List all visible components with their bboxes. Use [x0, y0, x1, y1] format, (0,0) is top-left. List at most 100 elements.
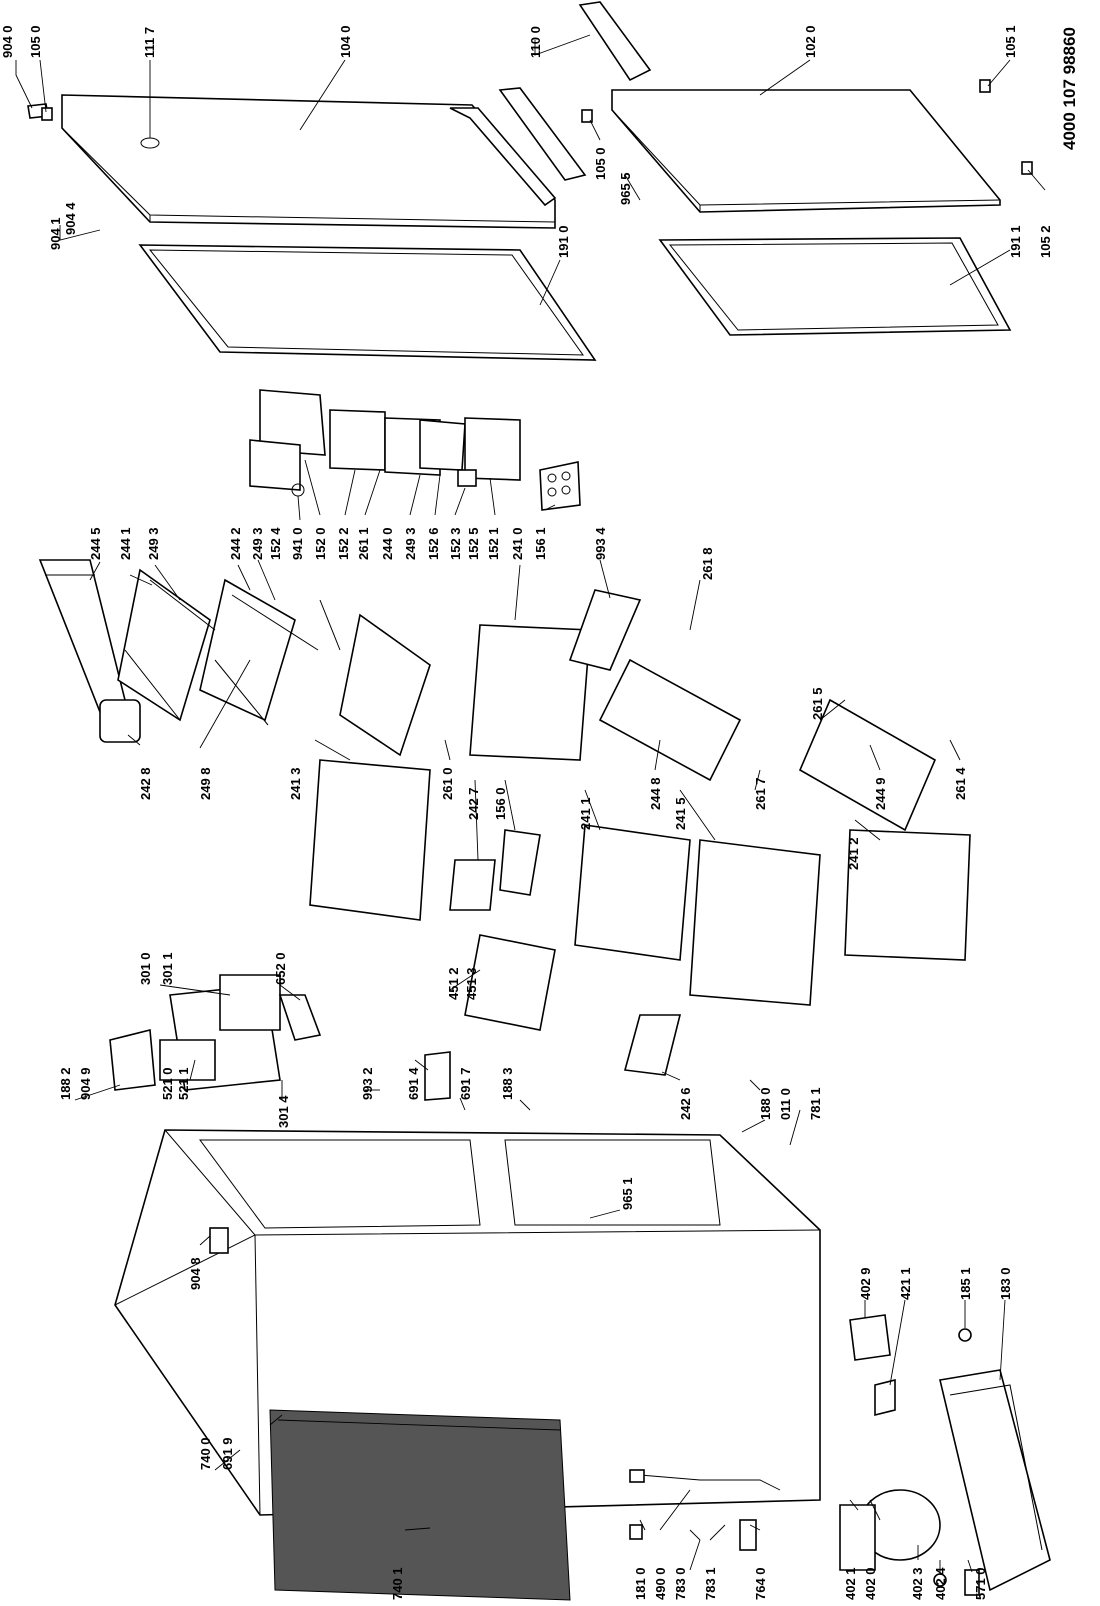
label-244-2: 244 2	[228, 527, 243, 560]
wine-rack	[38, 559, 126, 714]
label-402-9: 402 9	[858, 1267, 873, 1300]
label-904-1: 904 1	[48, 217, 63, 250]
label-105-0b: 105 0	[593, 147, 608, 180]
label-152-4: 152 4	[268, 527, 283, 560]
label-152-1: 152 1	[486, 527, 501, 560]
label-261-5: 261 5	[810, 687, 825, 720]
label-249-8: 249 8	[198, 767, 213, 800]
label-181-0: 181 0	[633, 1567, 648, 1600]
label-783-0: 783 0	[673, 1567, 688, 1600]
label-261-7: 261 7	[753, 777, 768, 810]
label-242-7: 242 7	[466, 787, 481, 820]
glass-shelf-middle	[319, 599, 431, 757]
label-402-4: 402 4	[933, 1567, 948, 1600]
label-249-3c: 249 3	[403, 527, 418, 560]
label-152-5: 152 5	[466, 527, 481, 560]
label-191-1: 191 1	[1008, 225, 1023, 258]
label-301-1: 301 1	[160, 952, 175, 985]
lower-door-assembly	[581, 79, 1033, 213]
label-521-1: 521 1	[176, 1067, 191, 1100]
condenser-coil	[269, 1409, 571, 1601]
label-402-3: 402 3	[910, 1567, 925, 1600]
control-panel	[109, 974, 322, 1091]
label-783-1: 783 1	[703, 1567, 718, 1600]
label-904-4: 904 4	[63, 202, 78, 235]
label-188-2: 188 2	[58, 1067, 73, 1100]
small-parts-bottom	[629, 1519, 980, 1596]
label-993-4: 993 4	[593, 527, 608, 560]
label-691-7: 691 7	[458, 1067, 473, 1100]
label-102-0: 102 0	[803, 25, 818, 58]
part-labels: 904 0 105 0 111 7 104 0 110 0 102 0 105 …	[0, 25, 1079, 1600]
label-185-1: 185 1	[958, 1267, 973, 1300]
label-451-2: 451 2	[446, 967, 461, 1000]
label-691-4: 691 4	[406, 1067, 421, 1100]
door-gasket-upper	[138, 244, 597, 361]
label-244-1: 244 1	[118, 527, 133, 560]
compressor-base-plate	[939, 1369, 1051, 1592]
label-301-4: 301 4	[276, 1095, 291, 1128]
label-241-5: 241 5	[673, 797, 688, 830]
door-handle-cap	[498, 1, 652, 181]
label-011-0: 011 0	[778, 1088, 793, 1120]
label-904-0: 904 0	[0, 25, 15, 58]
label-571-0: 571 0	[973, 1567, 988, 1600]
label-249-3: 249 3	[146, 527, 161, 560]
label-652-0: 652 0	[273, 952, 288, 985]
label-261-4: 261 4	[953, 767, 968, 800]
label-402-1: 402 1	[843, 1567, 858, 1600]
label-188-3: 188 3	[500, 1067, 515, 1100]
label-993-2: 993 2	[360, 1067, 375, 1100]
label-152-6: 152 6	[426, 527, 441, 560]
crisper-drawers	[309, 624, 971, 1006]
label-152-3: 152 3	[448, 527, 463, 560]
label-105-1: 105 1	[1003, 25, 1018, 58]
label-965-1: 965 1	[620, 1177, 635, 1210]
label-156-1: 156 1	[533, 527, 548, 560]
label-521-0: 521 0	[160, 1067, 175, 1100]
label-105-0: 105 0	[28, 25, 43, 58]
label-261-0: 261 0	[440, 767, 455, 800]
label-740-0: 740 0	[198, 1437, 213, 1470]
label-241-0: 241 0	[510, 527, 525, 560]
leader-lines	[15, 34, 1046, 1575]
label-110-0: 110 0	[528, 26, 543, 58]
label-249-3b: 249 3	[250, 527, 265, 560]
label-183-0: 183 0	[998, 1267, 1013, 1300]
label-242-8: 242 8	[138, 767, 153, 800]
upper-door-assembly	[27, 94, 557, 229]
label-941-0: 941 0	[290, 527, 305, 560]
label-781-1: 781 1	[808, 1087, 823, 1120]
label-261-8: 261 8	[700, 547, 715, 580]
small-parts-mid	[99, 699, 682, 1101]
label-152-0: 152 0	[313, 527, 328, 560]
label-965-5: 965 5	[618, 172, 633, 205]
label-451-3: 451 3	[464, 967, 479, 1000]
label-904-9: 904 9	[78, 1067, 93, 1100]
door-gasket-lower	[658, 237, 1012, 336]
label-188-0: 188 0	[758, 1087, 773, 1120]
label-402-0: 402 0	[863, 1567, 878, 1600]
compressor-assembly	[839, 1314, 972, 1571]
label-242-6: 242 6	[678, 1087, 693, 1120]
label-421-1: 421 1	[898, 1267, 913, 1300]
label-241-1: 241 1	[578, 797, 593, 830]
label-152-2: 152 2	[336, 527, 351, 560]
label-191-0: 191 0	[556, 225, 571, 258]
label-105-2: 105 2	[1038, 225, 1053, 258]
label-241-3: 241 3	[288, 767, 303, 800]
label-740-1: 740 1	[390, 1567, 405, 1600]
label-691-9: 691 9	[220, 1437, 235, 1470]
label-244-9: 244 9	[873, 777, 888, 810]
label-111-7: 111 7	[142, 27, 157, 58]
freezer-shelves	[568, 589, 937, 832]
label-241-2: 241 2	[846, 837, 861, 870]
power-cord	[629, 1469, 781, 1491]
label-244-5: 244 5	[88, 527, 103, 560]
label-301-0: 301 0	[138, 952, 153, 985]
egg-tray	[539, 461, 581, 511]
document-number: 4000 107 98860	[1060, 27, 1079, 150]
label-244-0: 244 0	[380, 527, 395, 560]
label-904-8: 904 8	[188, 1257, 203, 1290]
